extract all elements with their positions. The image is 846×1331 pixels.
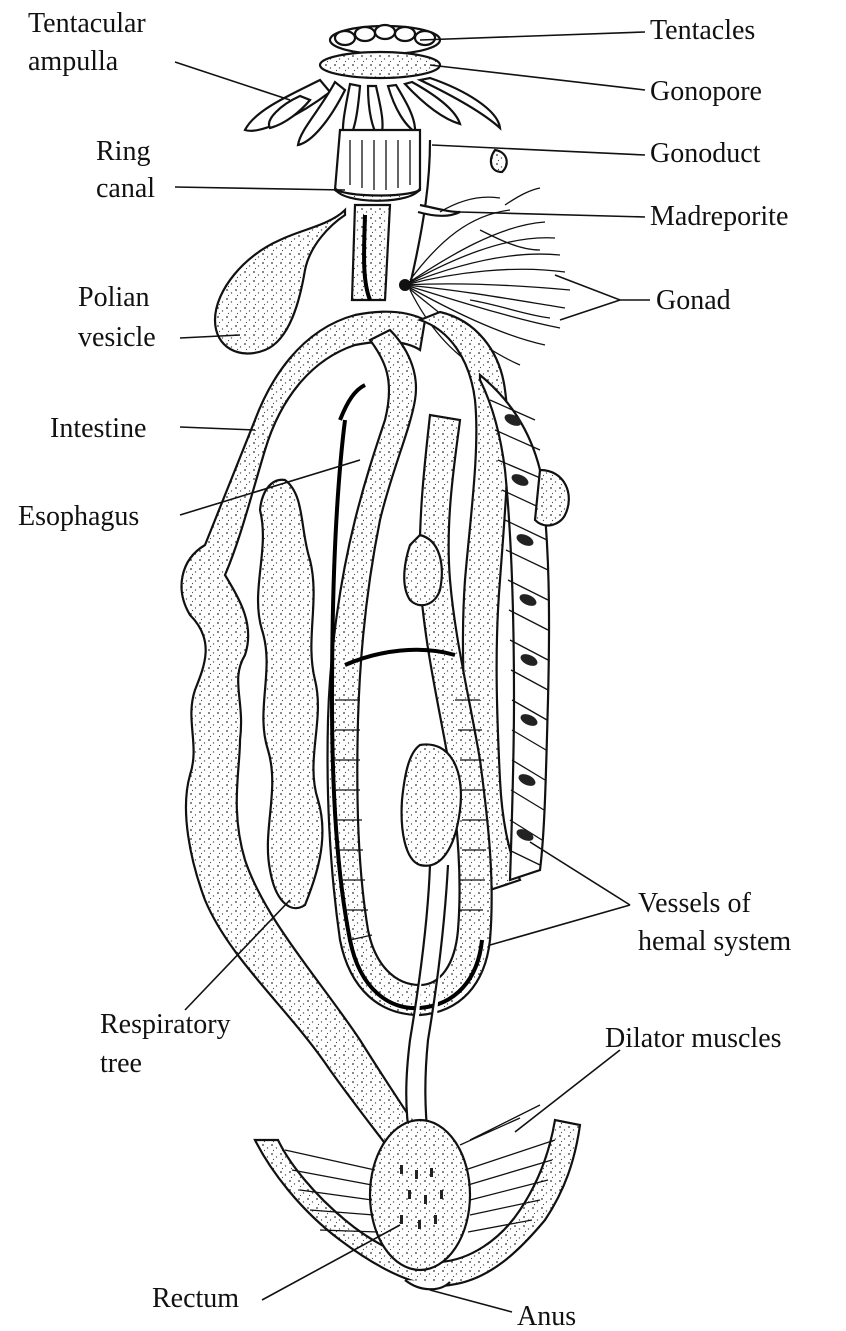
label-vessels-hemal-line1: Vessels of xyxy=(638,888,751,919)
rectum-cloaca xyxy=(255,1105,580,1289)
label-madreporite: Madreporite xyxy=(650,201,788,232)
label-ring-canal-line2: canal xyxy=(96,173,155,204)
label-anus: Anus xyxy=(517,1301,576,1331)
label-vessels-hemal-line2: hemal system xyxy=(638,926,791,957)
label-polian-vesicle-line1: Polian xyxy=(78,282,150,313)
label-tentacular-ampulla-line2: ampulla xyxy=(28,46,119,77)
label-gonad: Gonad xyxy=(656,285,731,316)
pharynx-ring-canal xyxy=(335,130,420,201)
anatomy-drawing xyxy=(182,25,580,1289)
tentacles-crown xyxy=(320,25,440,78)
label-dilator-muscles: Dilator muscles xyxy=(605,1023,782,1054)
label-ring-canal-line1: Ring xyxy=(96,136,150,167)
label-tentacles: Tentacles xyxy=(650,15,755,46)
label-respiratory-tree-line2: tree xyxy=(100,1048,142,1079)
label-tentacular-ampulla-line1: Tentacular xyxy=(28,8,146,39)
label-esophagus: Esophagus xyxy=(18,501,139,532)
label-polian-vesicle-line2: vesicle xyxy=(78,322,156,353)
esophagus-tube xyxy=(352,205,390,300)
label-gonoduct: Gonoduct xyxy=(650,138,761,169)
label-rectum: Rectum xyxy=(152,1283,239,1314)
label-respiratory-tree-line1: Respiratory xyxy=(100,1009,231,1040)
label-intestine: Intestine xyxy=(50,413,146,444)
label-gonopore: Gonopore xyxy=(650,76,762,107)
